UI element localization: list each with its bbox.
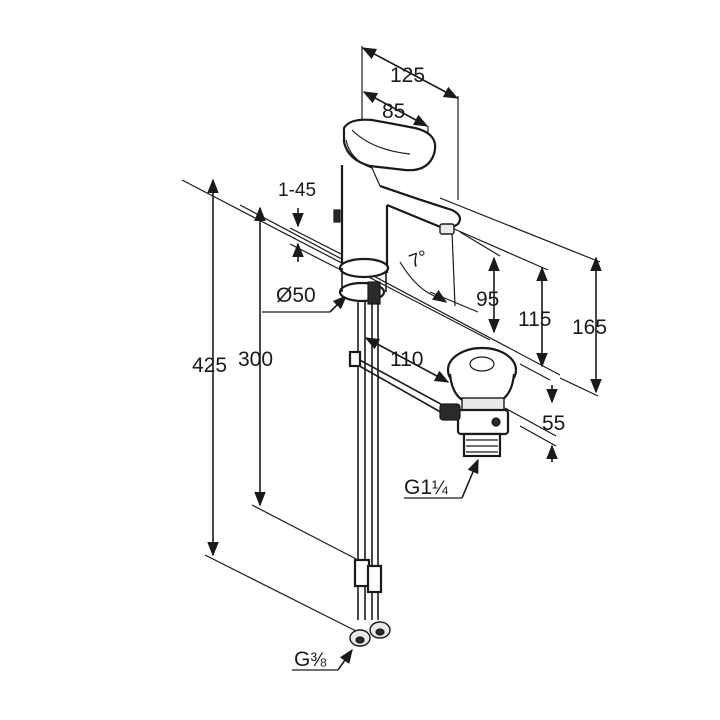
hose-ferrule-left — [353, 558, 371, 588]
faucet-lever — [342, 118, 437, 172]
label-125: 125 — [390, 64, 425, 87]
dimension-lines — [181, 46, 602, 671]
dimension-labels: 125 85 1-45 7° Ø50 95 115 165 110 55 425… — [192, 64, 607, 671]
dim-line-85 — [362, 91, 429, 127]
label-95: 95 — [476, 288, 499, 311]
base-rosette — [338, 257, 390, 279]
label-110: 110 — [390, 348, 423, 371]
label-hose-thread: G⅜ — [294, 648, 326, 671]
dim-line-110 — [364, 337, 450, 383]
label-1-45: 1-45 — [278, 180, 316, 201]
label-angle: 7° — [407, 247, 431, 273]
faucet-spout — [379, 184, 462, 229]
drain-assembly — [439, 346, 518, 458]
drain-thread — [462, 432, 502, 458]
dim-line-125 — [361, 47, 459, 99]
label-55: 55 — [542, 412, 565, 435]
faucet — [333, 118, 462, 305]
label-115: 115 — [518, 308, 551, 331]
aerator — [439, 223, 455, 235]
label-diameter: Ø50 — [276, 284, 316, 307]
hose-ferrule-right — [366, 564, 383, 594]
label-85: 85 — [382, 100, 405, 123]
label-300: 300 — [238, 348, 273, 371]
drain-linkage — [439, 403, 461, 421]
label-drain-thread: G1¼ — [404, 476, 449, 499]
label-425: 425 — [192, 354, 227, 377]
supply-hoses — [348, 302, 449, 647]
mounting-bolt — [367, 281, 381, 305]
popup-knob — [333, 209, 341, 223]
label-165: 165 — [572, 316, 607, 339]
popup-rod-clip — [348, 350, 362, 368]
